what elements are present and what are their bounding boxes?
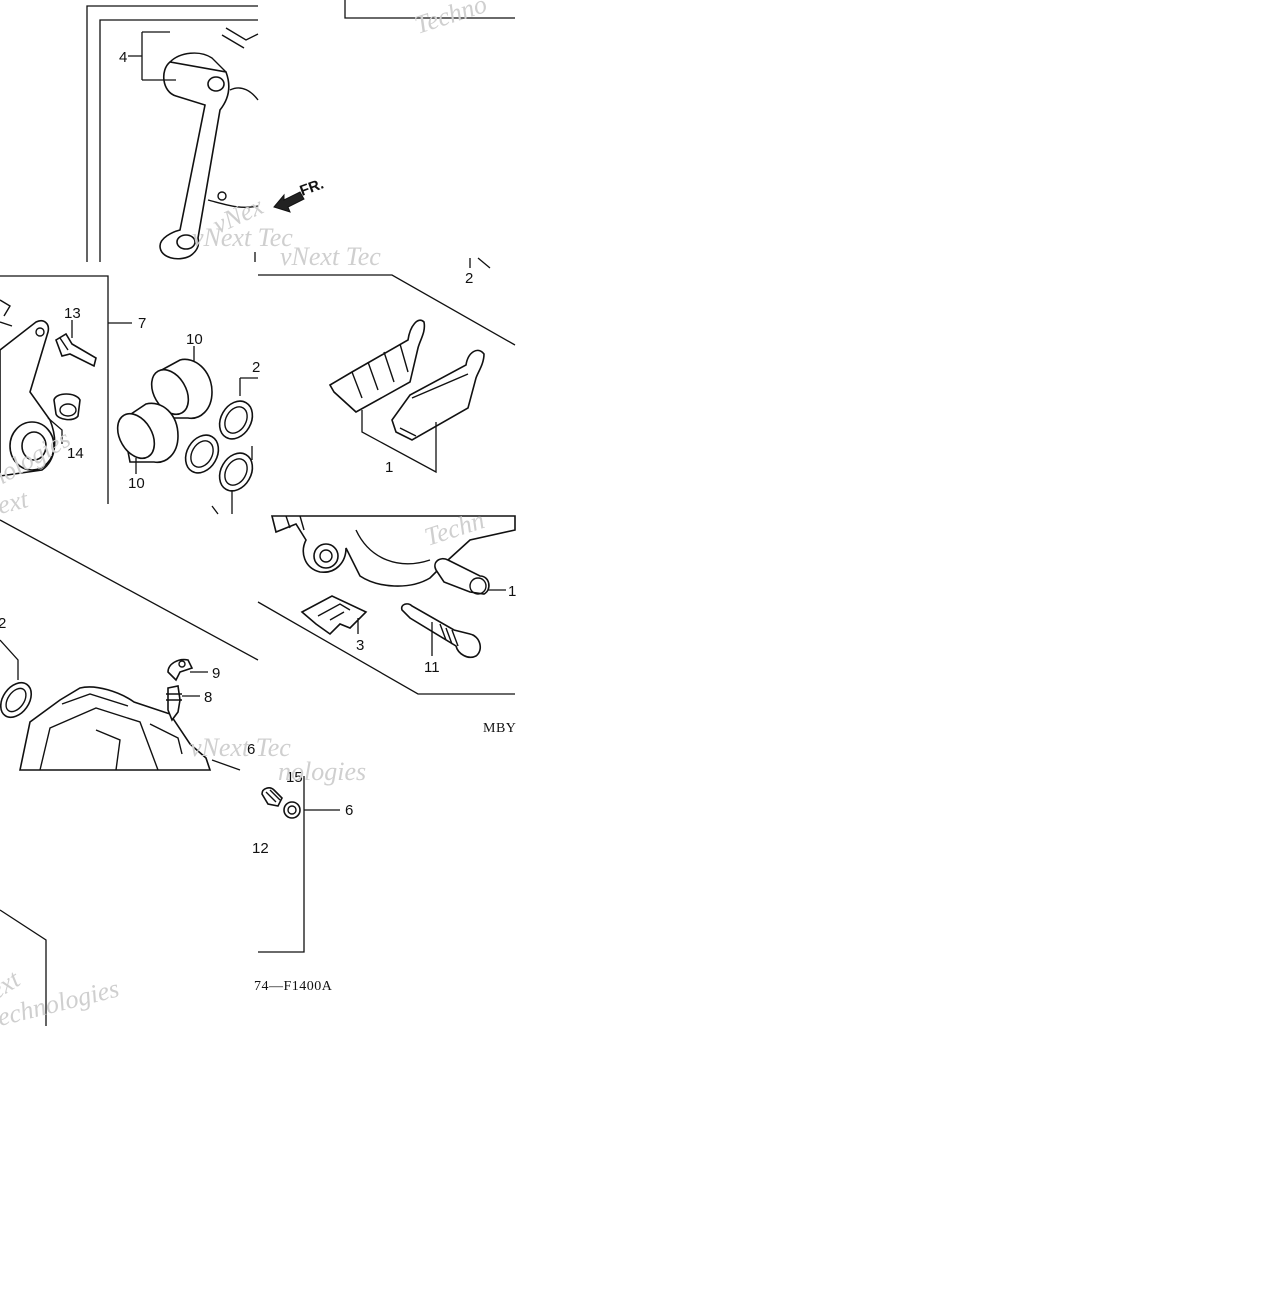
tile-bottom-left: ext echnologies [0, 909, 122, 1032]
brake-pad-outer [391, 349, 485, 441]
front-direction-label: FR. [298, 176, 327, 200]
callout-6: 6 [345, 802, 353, 819]
callout-14: 14 [67, 445, 84, 462]
callout-10: 10 [186, 331, 203, 348]
pad-spring [300, 595, 368, 636]
watermark: ext [0, 484, 32, 520]
pin-bolt [434, 557, 490, 595]
caliper-body-outer [270, 515, 516, 587]
bolt-cap [283, 801, 301, 819]
tile-caliper-pins: 1 11 3 Techn MBY [257, 505, 516, 736]
tile-caliper-pistons: 7 13 14 10 [0, 275, 260, 520]
caliper-bracket-part [159, 27, 259, 260]
callout-8: 8 [204, 689, 212, 706]
caliper-bolt [261, 787, 283, 807]
callout-11: 11 [424, 659, 440, 676]
callout-13: 13 [64, 305, 81, 322]
callout-2: 2 [0, 615, 6, 632]
tile-brake-pads: Techno 2 vNext Tec 1 [258, 0, 516, 476]
callout-3: 3 [356, 637, 364, 654]
front-direction-marker: FR. [273, 176, 327, 213]
bleeder-valve [55, 332, 97, 368]
brake-pad-inner [328, 319, 426, 413]
bleeder-cap [53, 393, 81, 421]
watermark: vNext Tec [190, 733, 291, 762]
callout-7: 7 [138, 315, 146, 332]
diagram-code-left: MBY [483, 721, 516, 736]
callout-12: 12 [252, 840, 269, 857]
piston-upper [150, 358, 213, 419]
callout-2: 2 [465, 270, 473, 287]
caliper-housing [19, 686, 212, 771]
callout-1: 1 [508, 583, 516, 600]
seal-ring [0, 681, 33, 719]
piston-seals [184, 400, 254, 492]
callout-6: 6 [247, 741, 255, 758]
tile-caliper-bracket: 4 FR. vNext Tec vNex [0, 0, 326, 263]
callout-4: 4 [119, 49, 127, 66]
callout-10: 10 [128, 475, 145, 492]
watermark: Techno [411, 0, 490, 40]
callout-15: 15 [286, 769, 303, 786]
caliper-body-half [0, 299, 56, 477]
watermark: vNext Tec [280, 242, 381, 271]
watermark: vNext Tec [192, 223, 293, 252]
callout-9: 9 [212, 665, 220, 682]
diagram-code-right: 74—F1400A [254, 979, 333, 994]
watermark: nologies [278, 757, 366, 786]
bleeder-clip [167, 658, 194, 682]
callout-2: 2 [252, 359, 260, 376]
tile-lower-hardware: 6 15 nologies 12 74—F1400A [252, 757, 366, 994]
piston-lower [116, 402, 179, 463]
pad-pin [400, 603, 482, 659]
tile-caliper-housing: 2 9 8 6 vNext Tec [0, 519, 291, 771]
bleeder-screw [166, 685, 182, 722]
callout-1: 1 [385, 459, 393, 476]
